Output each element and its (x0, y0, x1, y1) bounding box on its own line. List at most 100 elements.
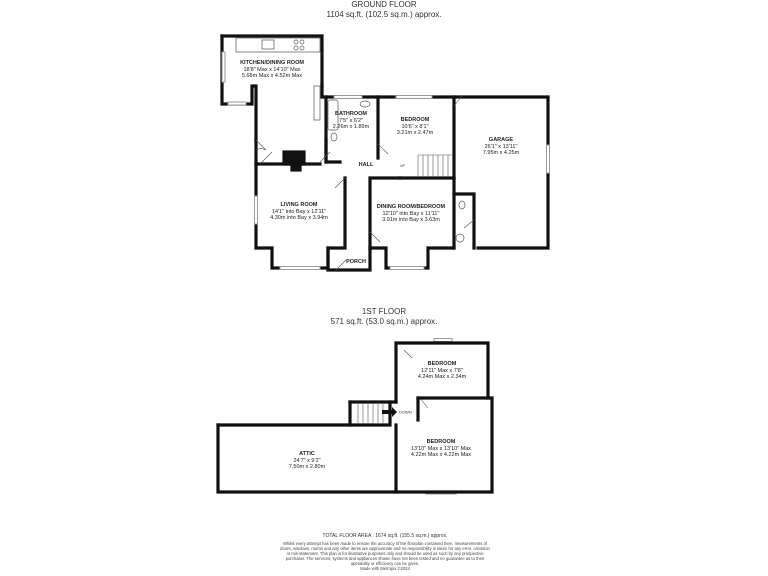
garage-inner-wall (452, 176, 476, 250)
ground-floor-heading: GROUND FLOOR 1104 sq.ft. (102.5 sq.m.) a… (0, 0, 768, 20)
room-name: KITCHEN/DINING ROOM (240, 60, 304, 66)
door-swing (377, 143, 389, 155)
room-dimension: 18'8" Max x 14'10" Max (243, 66, 301, 73)
room-label-bedroom-ff2: BEDROOM 13'10" Max x 13'10" Max 4.22m Ma… (411, 439, 471, 459)
bathroom-fittings (327, 99, 466, 243)
window (279, 266, 321, 270)
room-dimension: 24'7" x 9'2" (293, 457, 321, 464)
door-swing (403, 349, 413, 359)
door-swing (319, 151, 331, 163)
porch-wall (326, 246, 372, 272)
kitchen-counter (235, 37, 321, 53)
room-label-kitchen: KITCHEN/DINING ROOM 18'8" Max x 14'10" M… (240, 60, 304, 80)
kitchen-unit (313, 85, 321, 121)
window (433, 338, 453, 342)
room-label-garage: GARAGE 26'1" x 13'11" 7.95m x 4.25m (483, 137, 519, 157)
basin-icon (455, 233, 465, 243)
window (546, 144, 550, 174)
room-name: BEDROOM (400, 117, 430, 123)
window (254, 195, 258, 225)
room-dimension: 4.30m into Bay x 3.94m (270, 215, 328, 221)
room-dimension: 10'6" x 8'1" (401, 123, 429, 130)
room-dimension: 2.26m x 1.89m (332, 124, 370, 130)
room-name: BEDROOM (426, 439, 456, 445)
footer: TOTAL FLOOR AREA : 1674 sq.ft. (155.5 sq… (280, 533, 490, 572)
door-swing (419, 397, 429, 409)
kitchen-fittings (235, 37, 321, 121)
room-dimension: 14'1" into Bay x 12'11" (271, 208, 327, 215)
room-dimension: 7.95m x 4.25m (482, 150, 520, 156)
hob-icon (293, 45, 299, 51)
room-dimension: 13'10" Max x 13'10" Max (410, 445, 472, 452)
door-swing (335, 259, 347, 271)
ground-floor-title: GROUND FLOOR (351, 0, 417, 9)
bedroom-ff2-wall (394, 396, 494, 494)
room-name: BEDROOM (427, 361, 457, 367)
room-dimension: 12'11" Max x 7'8" (421, 367, 463, 374)
hob-icon (299, 39, 305, 45)
stair-down-label: DOWN (399, 410, 412, 415)
door-swing (334, 177, 346, 189)
windows (221, 51, 550, 495)
room-name: LIVING ROOM (280, 202, 318, 208)
bedroom-ff1-wall (394, 341, 490, 404)
room-label-attic: ATTIC 24'7" x 9'2" 7.50m x 2.80m (289, 451, 325, 471)
window (389, 266, 425, 270)
room-label-hall: HALL (359, 162, 374, 169)
attic-wall (216, 400, 392, 427)
toilet-icon (330, 132, 338, 142)
first-floor-walls (216, 341, 494, 494)
first-floor-heading: 1ST FLOOR 571 sq.ft. (53.0 sq.m.) approx… (0, 307, 768, 327)
window (395, 95, 433, 99)
first-floor-stairs (357, 404, 384, 423)
room-dimension: 12'10" into Bay x 11'11" (382, 210, 440, 217)
dining-room-wall (368, 246, 456, 270)
ground-floor-area: 1104 sq.ft. (102.5 sq.m.) approx. (326, 10, 442, 19)
chimney-breast-left (290, 162, 302, 172)
basin-icon (359, 100, 371, 108)
stair-arrow-icon (382, 407, 397, 417)
room-name: BATHROOM (335, 111, 367, 117)
total-floor-area: TOTAL FLOOR AREA : 1674 sq.ft. (155.5 sq… (322, 533, 448, 539)
room-label-bathroom: BATHROOM 7'5" x 6'2" 2.26m x 1.89m (333, 111, 369, 131)
room-label-dining: DINING ROOM/BEDROOM 12'10" into Bay x 11… (377, 204, 445, 224)
walls (220, 34, 550, 272)
room-name: PORCH (346, 259, 366, 265)
hob-icon (293, 39, 299, 45)
first-floor-title: 1ST FLOOR (361, 307, 407, 316)
doors (255, 95, 475, 409)
room-dimension: 26'1" x 13'11" (484, 143, 518, 150)
kitchen-wall-left (220, 34, 258, 142)
chimney-breast (282, 150, 306, 166)
kitchen-wall (220, 34, 324, 87)
toilet-icon (458, 200, 466, 210)
stair-up-label: UP (400, 164, 406, 168)
bedroom-gf-wall (376, 95, 456, 180)
room-name: DINING ROOM/BEDROOM (376, 204, 446, 210)
room-dimension: 4.22m Max x 4.22m Max (410, 452, 472, 458)
bathroom-wall-bottom (324, 138, 342, 164)
room-label-living: LIVING ROOM 14'1" into Bay x 12'11" 4.30… (270, 202, 328, 222)
door-swing (255, 139, 267, 151)
door-swing (259, 151, 273, 165)
room-label-porch: PORCH (346, 259, 366, 266)
window (227, 101, 247, 106)
disclaimer-text: Whilst every attempt has been made to en… (280, 541, 490, 566)
room-name: HALL (358, 162, 374, 168)
door-swing (369, 231, 381, 243)
sink-icon (261, 39, 275, 50)
room-dimension: 7'5" x 6'2" (338, 117, 364, 124)
attic-wall-bottom (216, 423, 398, 494)
room-dimension: 5.68m Max x 4.52m Max (241, 73, 303, 79)
garage-wall (452, 95, 550, 250)
door-swing (453, 95, 463, 107)
credit-text: Made with Metropix ©2024 (360, 566, 410, 571)
room-dimension: 4.24m Max x 2.34m (417, 374, 467, 380)
door-swing (463, 219, 475, 229)
room-name: ATTIC (299, 451, 315, 457)
room-dimension: 3.91m into Bay x 3.63m (382, 217, 440, 223)
first-floor-area: 571 sq.ft. (53.0 sq.m.) approx. (330, 317, 438, 326)
bath-icon (327, 99, 339, 131)
room-dimension: 7.50m x 2.80m (288, 464, 326, 470)
